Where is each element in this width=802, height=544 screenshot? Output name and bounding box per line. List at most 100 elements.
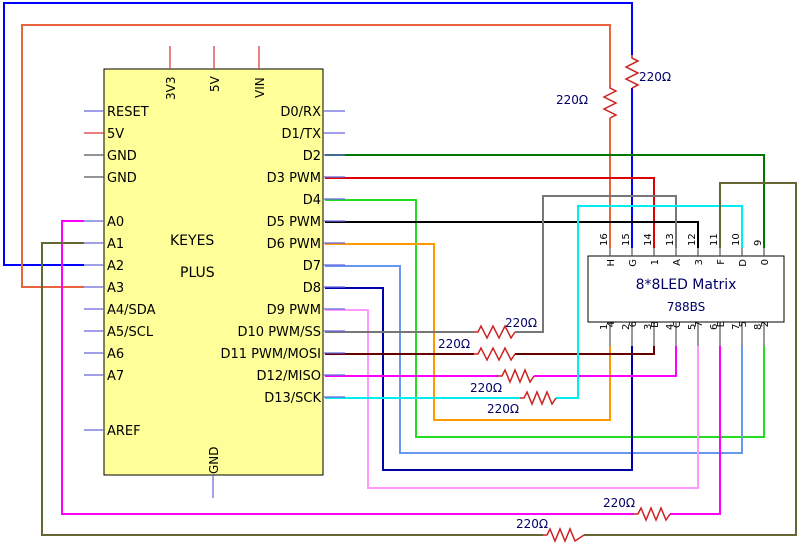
left-pin-label: GND — [107, 149, 137, 164]
wire-d2-green — [325, 154, 765, 248]
matrix-top-pin-number: 11 — [709, 233, 720, 246]
matrix-top-pin-letter: A — [672, 259, 683, 266]
board-name-line2: PLUS — [180, 265, 215, 281]
left-pins: RESET5VGNDGNDA0A1A2A3A4/SDAA5/SCLA6A7ARE… — [84, 105, 156, 439]
bottom-pin-label: GND — [207, 446, 221, 474]
right-pin-label: D6 PWM — [267, 237, 321, 252]
wires — [3, 2, 797, 536]
matrix-top-pin-letter: F — [716, 259, 727, 265]
matrix-top-pin-number: 12 — [687, 233, 698, 246]
left-pin-label: AREF — [107, 424, 141, 439]
wire-a0-magenta-b — [670, 346, 721, 515]
resistor-zigzag — [520, 390, 557, 406]
resistor-zigzag — [498, 368, 535, 384]
left-pin-label: GND — [107, 171, 137, 186]
wire-d7-steel — [325, 265, 743, 454]
right-pin-label: D3 PWM — [267, 171, 321, 186]
matrix-top-pin-number: 15 — [621, 233, 632, 246]
matrix-title: 8*8LED Matrix — [636, 277, 737, 293]
wire-d10-gray-b — [515, 195, 677, 333]
matrix-bottom-pin-letter: C — [672, 321, 683, 328]
wire-d9-pink — [325, 309, 699, 489]
keyes-plus-board: 3V3 5V VIN GND KEYES PLUS RESET 5V GND GND A… — [84, 46, 345, 498]
matrix-top-pin-number: 16 — [599, 233, 610, 246]
top-pin-label: 3V3 — [164, 77, 178, 100]
matrix-bottom-pin-number: 8 — [753, 324, 764, 330]
matrix-top-pin-number: 14 — [643, 233, 654, 246]
right-pin-label: D5 PWM — [267, 215, 321, 230]
matrix-bottom-pin-letter: 7 — [694, 321, 705, 327]
wire-d3-red — [325, 177, 655, 248]
board-name-line1: KEYES — [170, 233, 214, 249]
matrix-top-pin-letter: D — [738, 259, 749, 267]
resistor-zigzag — [474, 324, 516, 340]
wire-d5-black — [325, 221, 699, 248]
resistors — [474, 55, 671, 543]
matrix-top-pin-letter: H — [606, 259, 617, 267]
matrix-model: 788BS — [667, 300, 706, 314]
board-body — [103, 68, 324, 476]
top-pin-label: 5V — [208, 75, 222, 92]
resistor-labels: 220Ω 220Ω 220Ω 220Ω 220Ω 220Ω 220Ω 220Ω — [438, 70, 671, 531]
left-pin-label: 5V — [107, 127, 124, 142]
matrix-bottom-pin-number: 4 — [665, 324, 676, 330]
matrix-top-pin-letter: G — [628, 259, 639, 267]
left-pin-label: A3 — [107, 281, 124, 296]
wire-d4-lime — [325, 199, 765, 438]
right-pin-label: D0/RX — [280, 105, 321, 120]
resistor-label: 220Ω — [505, 316, 537, 330]
resistor-label: 220Ω — [487, 402, 519, 416]
left-pin-label: A2 — [107, 259, 124, 274]
wire-d13-cyan-b — [556, 205, 743, 399]
wire-d11-maroon-b — [515, 346, 655, 355]
left-pin-label: A0 — [107, 215, 124, 230]
matrix-bottom-pin-letter: 6 — [628, 321, 639, 327]
right-pin-label: D7 — [303, 259, 321, 274]
matrix-top-pin-letter: 0 — [760, 259, 771, 265]
right-pin-label: D4 — [303, 193, 321, 208]
matrix-bottom-pin-number: 5 — [687, 324, 698, 330]
left-pin-label: RESET — [107, 105, 149, 120]
left-pin-label: A5/SCL — [107, 325, 154, 340]
led-matrix-788bs: 8*8LED Matrix 788BS 16H15G14113A12311F10… — [587, 233, 785, 346]
wire-a1-olive — [41, 242, 543, 536]
matrix-top-pin-number: 13 — [665, 233, 676, 246]
right-pin-label: D9 PWM — [267, 303, 321, 318]
top-pin-label: VIN — [253, 77, 267, 98]
resistor-zigzag — [634, 506, 671, 522]
resistor-zigzag — [543, 527, 585, 543]
left-pin-label: A7 — [107, 369, 124, 384]
right-pin-label: D13/SCK — [264, 391, 321, 406]
wire-d12-magenta-b — [534, 346, 677, 377]
matrix-bottom-pin-letter: 4 — [606, 321, 617, 327]
resistor-label: 220Ω — [516, 517, 548, 531]
matrix-top-pin-number: 10 — [731, 233, 742, 246]
matrix-body — [587, 255, 785, 323]
right-pin-label: D10 PWM/SS — [238, 325, 321, 340]
left-pin-label: A6 — [107, 347, 124, 362]
wire-d6-orange — [325, 243, 611, 421]
matrix-top-pin-letter: 3 — [694, 259, 705, 265]
matrix-bottom-pin-number: 7 — [731, 324, 742, 330]
right-pin-label: D12/MISO — [257, 369, 321, 384]
resistor-label: 220Ω — [470, 381, 502, 395]
resistor-label: 220Ω — [438, 337, 470, 351]
right-pin-label: D11 PWM/MOSI — [220, 347, 321, 362]
matrix-top-pin-number: 9 — [753, 240, 764, 246]
resistor-zigzag — [624, 55, 640, 89]
resistor-zigzag — [474, 346, 516, 362]
resistor-zigzag — [602, 85, 618, 119]
resistor-label: 220Ω — [603, 496, 635, 510]
wire-a0-magenta — [61, 220, 634, 515]
matrix-bottom-pin-letter: 5 — [738, 321, 749, 327]
matrix-bottom-pin-letter: 2 — [760, 321, 771, 327]
wire-d8-darkblue — [325, 287, 633, 471]
matrix-bottom-pin-number: 2 — [621, 324, 632, 330]
matrix-bottom-pin-number: 1 — [599, 324, 610, 330]
matrix-top-pin-letter: 1 — [650, 259, 661, 265]
matrix-bottom-pin-number: 3 — [643, 324, 654, 330]
left-pin-label: A1 — [107, 237, 124, 252]
